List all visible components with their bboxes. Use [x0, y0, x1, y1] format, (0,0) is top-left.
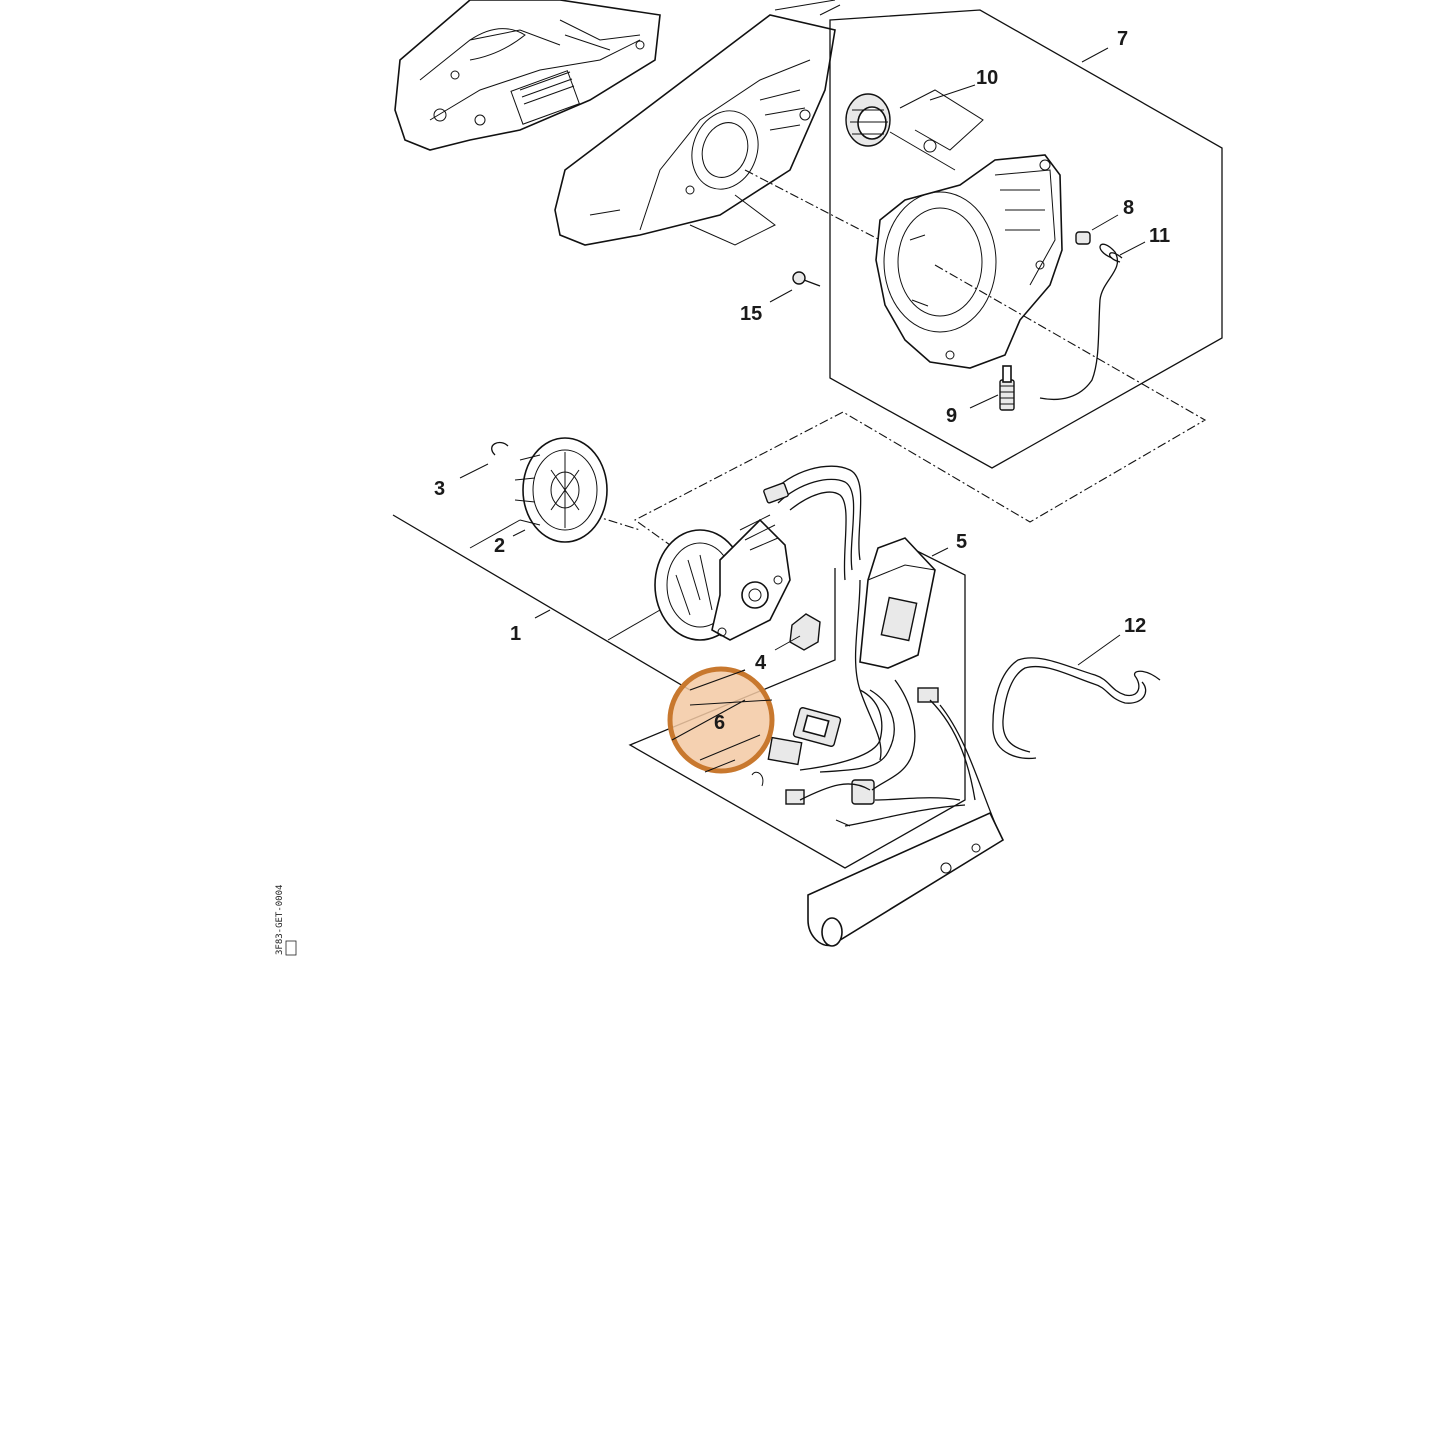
callout-3[interactable]: 3: [434, 478, 445, 500]
callout-1[interactable]: 1: [510, 623, 521, 645]
fuel-cap-part: [845, 84, 984, 171]
switch-parts: [751, 687, 939, 827]
callout-6[interactable]: 6: [714, 712, 725, 734]
callout-10[interactable]: 10: [976, 67, 998, 89]
callout-5[interactable]: 5: [956, 531, 967, 553]
lower-wires: [799, 679, 1001, 836]
control-module-part: [859, 537, 936, 669]
fan-wheel-part: [514, 437, 608, 543]
nut-part: [1075, 214, 1119, 245]
callout-9[interactable]: 9: [946, 405, 957, 427]
callout-11[interactable]: 11: [1149, 225, 1170, 247]
callout-7[interactable]: 7: [1117, 28, 1128, 50]
spark-plug-part: [969, 365, 1015, 411]
callout-15[interactable]: 15: [740, 303, 762, 325]
handle-tube-part: [807, 811, 1005, 947]
assembly-box-5: [628, 544, 966, 869]
hose-part: [1039, 241, 1146, 401]
callout-12[interactable]: 12: [1124, 615, 1146, 637]
callout-4[interactable]: 4: [755, 652, 767, 674]
housing-part: [394, 0, 661, 151]
callouts: 7 10 8 11 15 9 3 2 5 1 12 4 6: [434, 28, 1170, 734]
reference-code-text: 3F83-GET-0004: [275, 885, 285, 955]
callout-2[interactable]: 2: [494, 535, 505, 557]
clip-part: [491, 441, 509, 456]
block-part: [774, 613, 821, 651]
side-cover-part: [554, 0, 841, 246]
motor-unit-part: [654, 514, 791, 641]
highlight-callout-6: [667, 666, 775, 774]
pipe-part: [992, 634, 1161, 760]
reference-code: 3F83-GET-0004: [275, 885, 297, 956]
assembly-box-7: [829, 9, 1223, 469]
fan-housing-part: [875, 154, 1063, 369]
callout-8[interactable]: 8: [1123, 197, 1134, 219]
screw-part: [769, 271, 821, 303]
wiring-harness: [763, 465, 882, 761]
